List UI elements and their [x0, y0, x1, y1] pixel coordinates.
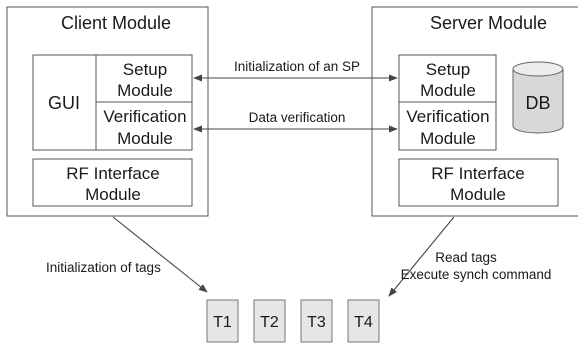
client-rf-line2: Module: [85, 185, 141, 204]
tag-t4-label: T4: [354, 314, 373, 331]
read-tags-label: Read tags: [435, 250, 497, 265]
tag-t4: [347, 299, 380, 343]
link-data-verification: Data verification: [193, 110, 398, 133]
tag-t2: [253, 299, 286, 343]
data-verification-label: Data verification: [249, 110, 346, 125]
read-tags-arrow: [388, 216, 455, 297]
client-verification-line1: Verification: [103, 107, 186, 126]
client-setup-line1: Setup: [123, 60, 167, 79]
server-setup-module: [398, 54, 497, 103]
server-setup-line1: Setup: [426, 60, 470, 79]
server-verification-line1: Verification: [406, 107, 489, 126]
client-setup-module: [95, 54, 193, 103]
client-gui-box: [32, 54, 97, 151]
client-verification-module: [95, 101, 193, 151]
init-tags-label: Initialization of tags: [46, 260, 161, 275]
init-sp-label: Initialization of an SP: [234, 59, 360, 74]
link-init-tags: Initialization of tags: [46, 216, 208, 293]
server-verification-line2: Module: [420, 129, 476, 148]
client-verification-line2: Module: [117, 129, 173, 148]
server-rf-interface-module: [398, 158, 559, 207]
tag-t1: [206, 299, 239, 343]
server-module-title: Server Module: [430, 13, 547, 33]
tag-t3-label: T3: [307, 314, 326, 331]
server-module: Server Module Setup Module Verification …: [371, 6, 578, 217]
link-read-tags: Read tags Execute synch command: [388, 216, 552, 297]
client-gui-label: GUI: [48, 93, 80, 113]
server-setup-line2: Module: [420, 81, 476, 100]
link-init-sp: Initialization of an SP: [193, 59, 398, 82]
tag-t1-label: T1: [213, 314, 232, 331]
server-rf-line2: Module: [450, 185, 506, 204]
database-label: DB: [525, 93, 550, 113]
client-rf-line1: RF Interface: [66, 164, 160, 183]
client-module: Client Module GUI Setup Module Verificat…: [6, 6, 209, 217]
server-verification-module: [398, 101, 497, 151]
init-tags-arrow: [112, 216, 208, 293]
server-rf-line1: RF Interface: [431, 164, 525, 183]
client-rf-interface-module: [32, 158, 193, 207]
database-icon: DB: [512, 61, 564, 134]
tag-t2-label: T2: [260, 314, 279, 331]
client-module-title: Client Module: [61, 13, 171, 33]
execute-synch-label: Execute synch command: [401, 267, 552, 282]
tag-t3: [300, 299, 333, 343]
tag-group: T1 T2 T3 T4: [206, 299, 380, 343]
client-setup-line2: Module: [117, 81, 173, 100]
